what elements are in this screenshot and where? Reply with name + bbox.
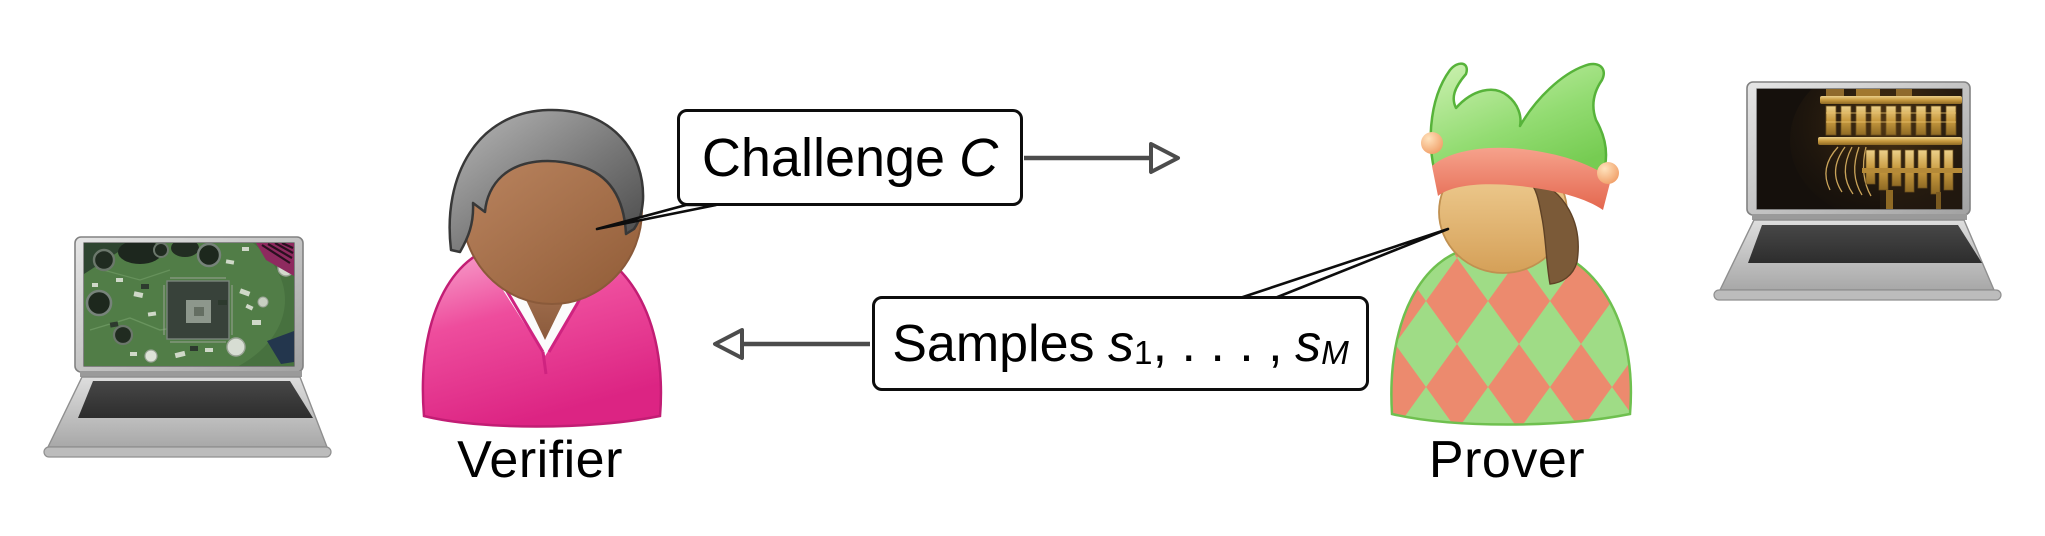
challenge-arrow-right-icon xyxy=(1024,142,1180,174)
prover-laptop-icon xyxy=(1713,81,2002,301)
prover-hair xyxy=(1526,177,1579,285)
verifier-hair xyxy=(448,108,645,254)
laptop-front-lip xyxy=(43,446,332,458)
verifier-label: Verifier xyxy=(457,431,623,489)
prover-pompom-right xyxy=(1597,162,1619,184)
samples-dots: , . . . , xyxy=(1152,314,1283,373)
prover-label: Prover xyxy=(1428,431,1586,489)
prover-pompom-left xyxy=(1421,132,1443,154)
prover-hat-band xyxy=(1432,147,1611,210)
prover-jester-icon xyxy=(1390,62,1633,426)
laptop-keyboard xyxy=(1748,225,1982,263)
laptop-hinge xyxy=(80,371,302,377)
samples-arrow-left-icon xyxy=(713,328,870,360)
verifier-laptop-icon xyxy=(43,236,332,458)
challenge-text: Challenge xyxy=(701,127,946,188)
samples-var-s1: s xyxy=(1108,314,1135,373)
samples-var-sM: s xyxy=(1295,314,1322,373)
laptop-hinge xyxy=(1752,214,1967,220)
laptop-keyboard xyxy=(78,381,313,418)
verifier-person-icon xyxy=(421,108,663,428)
quantum-computer-photo xyxy=(1757,89,1962,209)
circuit-board-photo xyxy=(84,243,294,366)
samples-text: Samples xyxy=(892,314,1095,373)
challenge-variable: C xyxy=(959,127,999,188)
laptop-front-lip xyxy=(1713,289,2002,301)
